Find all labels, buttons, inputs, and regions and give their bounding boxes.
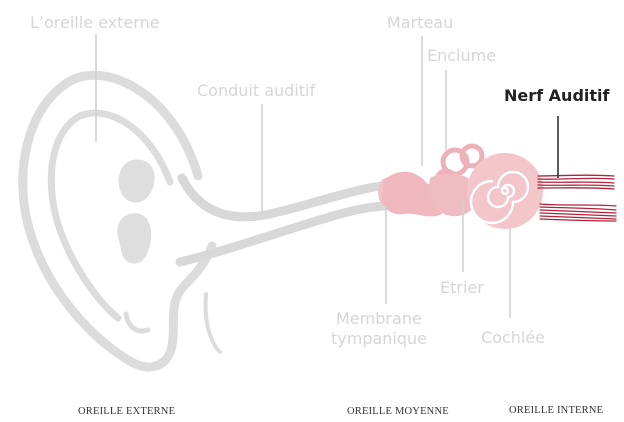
nerve-fiber — [538, 182, 614, 183]
nerve-fiber — [540, 219, 616, 221]
label-cochlee: Cochlée — [481, 328, 545, 347]
label-tympanique: tympanique — [331, 329, 427, 348]
auditory-nerve — [538, 175, 616, 221]
nerve-fiber — [538, 188, 614, 189]
label-membrane: Membrane — [336, 309, 422, 328]
label-marteau: Marteau — [387, 13, 453, 32]
nerve-fiber — [540, 213, 616, 216]
nerve-fiber — [540, 207, 616, 210]
concha-lower — [117, 213, 151, 263]
middle-inner-ear — [378, 146, 616, 229]
lobe-curve — [206, 294, 220, 352]
section-oreille-moyenne: OREILLE MOYENNE — [347, 406, 449, 417]
label-oreille-externe: L’oreille externe — [30, 13, 160, 32]
concha-upper — [118, 159, 154, 202]
nerve-fiber — [540, 210, 616, 213]
nerve-fiber — [538, 178, 614, 179]
nerve-fiber — [538, 175, 614, 176]
antihelix-curve — [126, 314, 148, 331]
label-conduit-auditif: Conduit auditif — [197, 81, 315, 100]
nerve-fiber — [540, 204, 616, 206]
label-etrier: Etrier — [440, 278, 484, 297]
helix-inner — [51, 113, 170, 318]
section-oreille-interne: OREILLE INTERNE — [509, 405, 603, 416]
label-enclume: Enclume — [427, 46, 496, 65]
section-oreille-externe: OREILLE EXTERNE — [78, 406, 175, 417]
nerve-fiber — [540, 216, 616, 219]
nerve-fiber — [538, 185, 614, 186]
ear-canal — [180, 178, 384, 262]
label-nerf-auditif: Nerf Auditif — [504, 86, 611, 105]
